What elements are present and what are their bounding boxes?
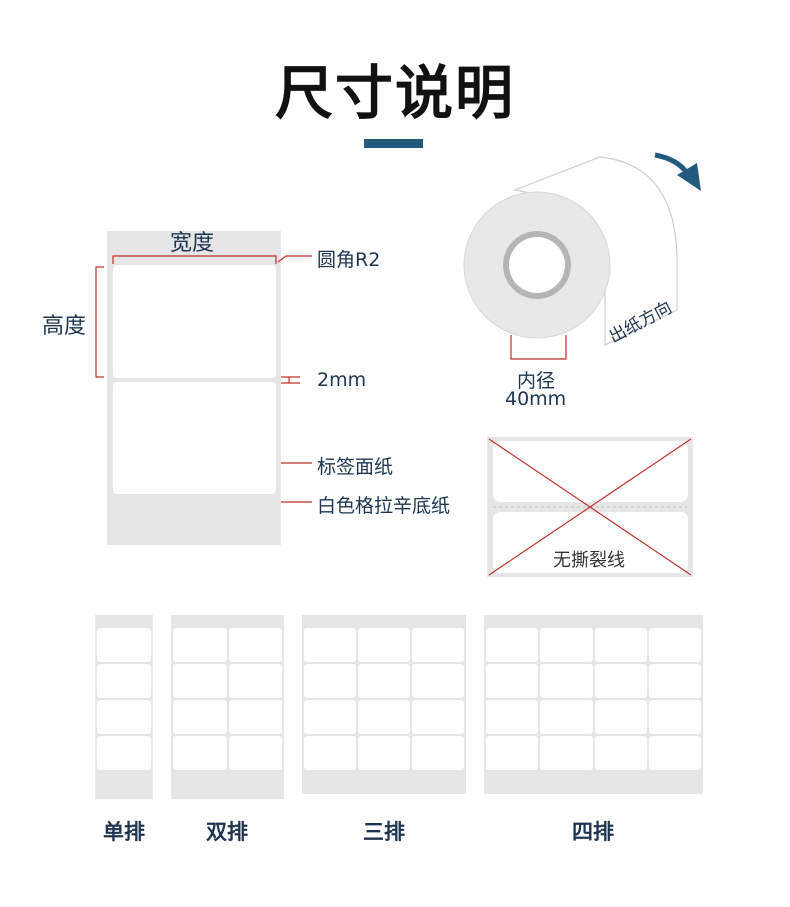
layout-label-cell — [228, 664, 282, 698]
layout-label-cell — [228, 700, 282, 734]
layout-double-label: 双排 — [206, 820, 248, 844]
layout-label-cell — [97, 664, 151, 698]
layout-label-cell — [486, 736, 539, 770]
layout-label-cell — [486, 628, 539, 662]
layout-label-cell — [412, 736, 464, 770]
layout-label-cell — [594, 628, 647, 662]
layout-label-cell — [648, 736, 701, 770]
layout-single — [95, 615, 153, 799]
layout-quad-label: 四排 — [572, 820, 614, 844]
gap-label: 2mm — [317, 369, 367, 391]
liner-label: 白色格拉辛底纸 — [317, 495, 451, 517]
layout-label-cell — [173, 664, 227, 698]
layout-label-cell — [304, 628, 356, 662]
layout-label-cell — [594, 664, 647, 698]
layout-label-cell — [412, 664, 464, 698]
label-face-top — [113, 265, 276, 378]
no-tear-label: 无撕裂线 — [553, 550, 625, 571]
layout-label-cell — [228, 736, 282, 770]
page-title: 尺寸说明 — [274, 59, 515, 127]
layout-label-cell — [648, 700, 701, 734]
inner-value: 40mm — [505, 388, 567, 410]
roll-core — [509, 237, 565, 293]
layout-label-cell — [648, 664, 701, 698]
no-tear-label-top — [493, 441, 688, 502]
layout-label-cell — [173, 700, 227, 734]
label-face-bottom — [113, 382, 276, 494]
layout-label-cell — [173, 628, 227, 662]
layout-label-cell — [358, 664, 410, 698]
layout-single-label: 单排 — [103, 820, 145, 844]
layout-label-cell — [358, 736, 410, 770]
layout-label-cell — [304, 664, 356, 698]
layout-label-cell — [173, 736, 227, 770]
height-label: 高度 — [42, 314, 87, 339]
layout-label-cell — [358, 628, 410, 662]
inner-label: 内径 — [517, 370, 556, 392]
layout-label-cell — [648, 628, 701, 662]
layout-double — [171, 615, 284, 799]
layout-triple-label: 三排 — [363, 820, 405, 844]
layout-label-cell — [304, 736, 356, 770]
corner-label: 圆角R2 — [317, 249, 381, 271]
layout-label-cell — [97, 700, 151, 734]
layout-label-cell — [304, 700, 356, 734]
layout-label-cell — [97, 628, 151, 662]
layout-triple — [302, 615, 466, 794]
layout-label-cell — [358, 700, 410, 734]
curved-arrow-icon — [654, 152, 701, 191]
inner-diameter-bracket — [510, 335, 567, 360]
face-label: 标签面纸 — [317, 456, 394, 478]
width-bracket — [112, 255, 277, 264]
layout-label-cell — [412, 700, 464, 734]
width-label: 宽度 — [170, 231, 215, 256]
layout-label-cell — [97, 736, 151, 770]
layout-label-cell — [540, 736, 593, 770]
layout-label-cell — [594, 736, 647, 770]
layout-label-cell — [594, 700, 647, 734]
no-tear-label-bottom — [493, 512, 688, 573]
corner-leader — [277, 255, 312, 263]
layout-quad — [484, 615, 703, 794]
layout-label-cell — [412, 628, 464, 662]
cross-out-icon — [488, 438, 692, 576]
layout-label-cell — [540, 664, 593, 698]
roll-diagram: 出纸方向 — [463, 152, 701, 360]
layout-label-cell — [228, 628, 282, 662]
layout-label-cell — [486, 700, 539, 734]
height-bracket — [95, 266, 104, 378]
layout-label-cell — [486, 664, 539, 698]
layout-label-cell — [540, 628, 593, 662]
layout-label-cell — [540, 700, 593, 734]
title-underline — [364, 139, 423, 148]
